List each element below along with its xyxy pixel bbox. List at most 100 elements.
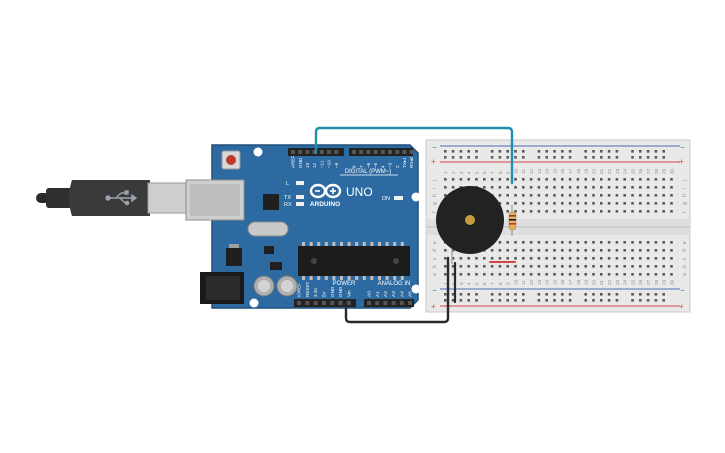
breadboard-hole[interactable] bbox=[592, 257, 595, 260]
breadboard-hole[interactable] bbox=[584, 257, 587, 260]
breadboard-hole[interactable] bbox=[545, 150, 548, 153]
breadboard-hole[interactable] bbox=[670, 210, 673, 213]
breadboard-hole[interactable] bbox=[529, 178, 533, 181]
breadboard-hole[interactable] bbox=[576, 241, 580, 244]
breadboard-hole[interactable] bbox=[615, 156, 619, 159]
breadboard-hole[interactable] bbox=[444, 249, 447, 252]
breadboard-hole[interactable] bbox=[639, 257, 642, 260]
header-hole[interactable] bbox=[391, 301, 396, 305]
breadboard-hole[interactable] bbox=[631, 202, 634, 205]
breadboard-hole[interactable] bbox=[592, 150, 595, 153]
breadboard-hole[interactable] bbox=[600, 265, 603, 268]
breadboard-hole[interactable] bbox=[568, 299, 572, 302]
breadboard-hole[interactable] bbox=[584, 265, 587, 268]
breadboard-hole[interactable] bbox=[529, 210, 533, 213]
breadboard-hole[interactable] bbox=[576, 249, 580, 252]
breadboard-hole[interactable] bbox=[646, 241, 650, 244]
breadboard-hole[interactable] bbox=[623, 249, 626, 252]
breadboard-hole[interactable] bbox=[444, 156, 447, 159]
breadboard-hole[interactable] bbox=[607, 293, 611, 296]
header-hole[interactable] bbox=[319, 150, 324, 154]
breadboard-hole[interactable] bbox=[529, 273, 533, 276]
breadboard-hole[interactable] bbox=[451, 273, 455, 276]
breadboard-hole[interactable] bbox=[600, 202, 603, 205]
breadboard-hole[interactable] bbox=[506, 249, 509, 252]
breadboard-hole[interactable] bbox=[506, 299, 509, 302]
breadboard-hole[interactable] bbox=[607, 150, 611, 153]
breadboard-hole[interactable] bbox=[662, 194, 665, 197]
breadboard-hole[interactable] bbox=[459, 273, 463, 276]
breadboard-hole[interactable] bbox=[607, 210, 611, 213]
breadboard-hole[interactable] bbox=[553, 265, 556, 268]
breadboard-hole[interactable] bbox=[600, 194, 603, 197]
breadboard-hole[interactable] bbox=[568, 265, 572, 268]
breadboard-hole[interactable] bbox=[670, 194, 673, 197]
breadboard-hole[interactable] bbox=[506, 257, 509, 260]
breadboard-hole[interactable] bbox=[615, 299, 619, 302]
breadboard-hole[interactable] bbox=[568, 150, 572, 153]
breadboard-hole[interactable] bbox=[490, 186, 494, 189]
breadboard-hole[interactable] bbox=[592, 265, 595, 268]
breadboard-hole[interactable] bbox=[654, 257, 658, 260]
breadboard-hole[interactable] bbox=[561, 194, 564, 197]
breadboard-hole[interactable] bbox=[498, 194, 502, 197]
breadboard-hole[interactable] bbox=[483, 257, 486, 260]
breadboard-hole[interactable] bbox=[576, 186, 580, 189]
breadboard-hole[interactable] bbox=[584, 194, 587, 197]
breadboard-hole[interactable] bbox=[545, 273, 548, 276]
breadboard-hole[interactable] bbox=[646, 293, 650, 296]
header-hole[interactable] bbox=[298, 150, 303, 154]
breadboard-hole[interactable] bbox=[592, 241, 595, 244]
breadboard-hole[interactable] bbox=[490, 257, 494, 260]
breadboard-hole[interactable] bbox=[615, 257, 619, 260]
breadboard-hole[interactable] bbox=[623, 273, 626, 276]
header-hole[interactable] bbox=[338, 301, 343, 305]
breadboard-hole[interactable] bbox=[483, 273, 486, 276]
breadboard-hole[interactable] bbox=[529, 265, 533, 268]
breadboard-hole[interactable] bbox=[584, 273, 587, 276]
header-hole[interactable] bbox=[373, 150, 378, 154]
breadboard-hole[interactable] bbox=[654, 265, 658, 268]
breadboard-hole[interactable] bbox=[662, 186, 665, 189]
breadboard-hole[interactable] bbox=[670, 202, 673, 205]
breadboard-hole[interactable] bbox=[529, 194, 533, 197]
breadboard-hole[interactable] bbox=[600, 150, 603, 153]
breadboard-hole[interactable] bbox=[568, 241, 572, 244]
breadboard-hole[interactable] bbox=[529, 257, 533, 260]
breadboard-hole[interactable] bbox=[646, 265, 650, 268]
breadboard-hole[interactable] bbox=[514, 241, 517, 244]
breadboard-hole[interactable] bbox=[514, 210, 517, 213]
breadboard-hole[interactable] bbox=[529, 186, 533, 189]
breadboard-hole[interactable] bbox=[475, 178, 478, 181]
breadboard-hole[interactable] bbox=[600, 186, 603, 189]
breadboard-hole[interactable] bbox=[506, 241, 509, 244]
breadboard-hole[interactable] bbox=[522, 273, 525, 276]
breadboard-hole[interactable] bbox=[654, 210, 658, 213]
breadboard-hole[interactable] bbox=[537, 249, 541, 252]
breadboard-hole[interactable] bbox=[631, 156, 634, 159]
breadboard-hole[interactable] bbox=[545, 257, 548, 260]
breadboard-hole[interactable] bbox=[514, 257, 517, 260]
breadboard-hole[interactable] bbox=[553, 150, 556, 153]
breadboard-hole[interactable] bbox=[592, 156, 595, 159]
header-hole[interactable] bbox=[334, 150, 339, 154]
breadboard-hole[interactable] bbox=[498, 249, 502, 252]
breadboard-hole[interactable] bbox=[444, 273, 447, 276]
breadboard-hole[interactable] bbox=[490, 293, 494, 296]
breadboard-hole[interactable] bbox=[639, 249, 642, 252]
breadboard-hole[interactable] bbox=[631, 249, 634, 252]
breadboard-hole[interactable] bbox=[631, 257, 634, 260]
breadboard-hole[interactable] bbox=[584, 299, 587, 302]
wire-gnd-to-breadboard[interactable] bbox=[344, 256, 450, 324]
breadboard-hole[interactable] bbox=[654, 293, 658, 296]
breadboard-hole[interactable] bbox=[561, 210, 564, 213]
breadboard-hole[interactable] bbox=[506, 202, 509, 205]
reset-button-cap[interactable] bbox=[226, 155, 236, 165]
breadboard-hole[interactable] bbox=[592, 202, 595, 205]
breadboard-hole[interactable] bbox=[670, 273, 673, 276]
breadboard-hole[interactable] bbox=[568, 156, 572, 159]
breadboard-hole[interactable] bbox=[561, 273, 564, 276]
breadboard-hole[interactable] bbox=[467, 178, 470, 181]
breadboard-hole[interactable] bbox=[670, 257, 673, 260]
breadboard-hole[interactable] bbox=[514, 194, 517, 197]
